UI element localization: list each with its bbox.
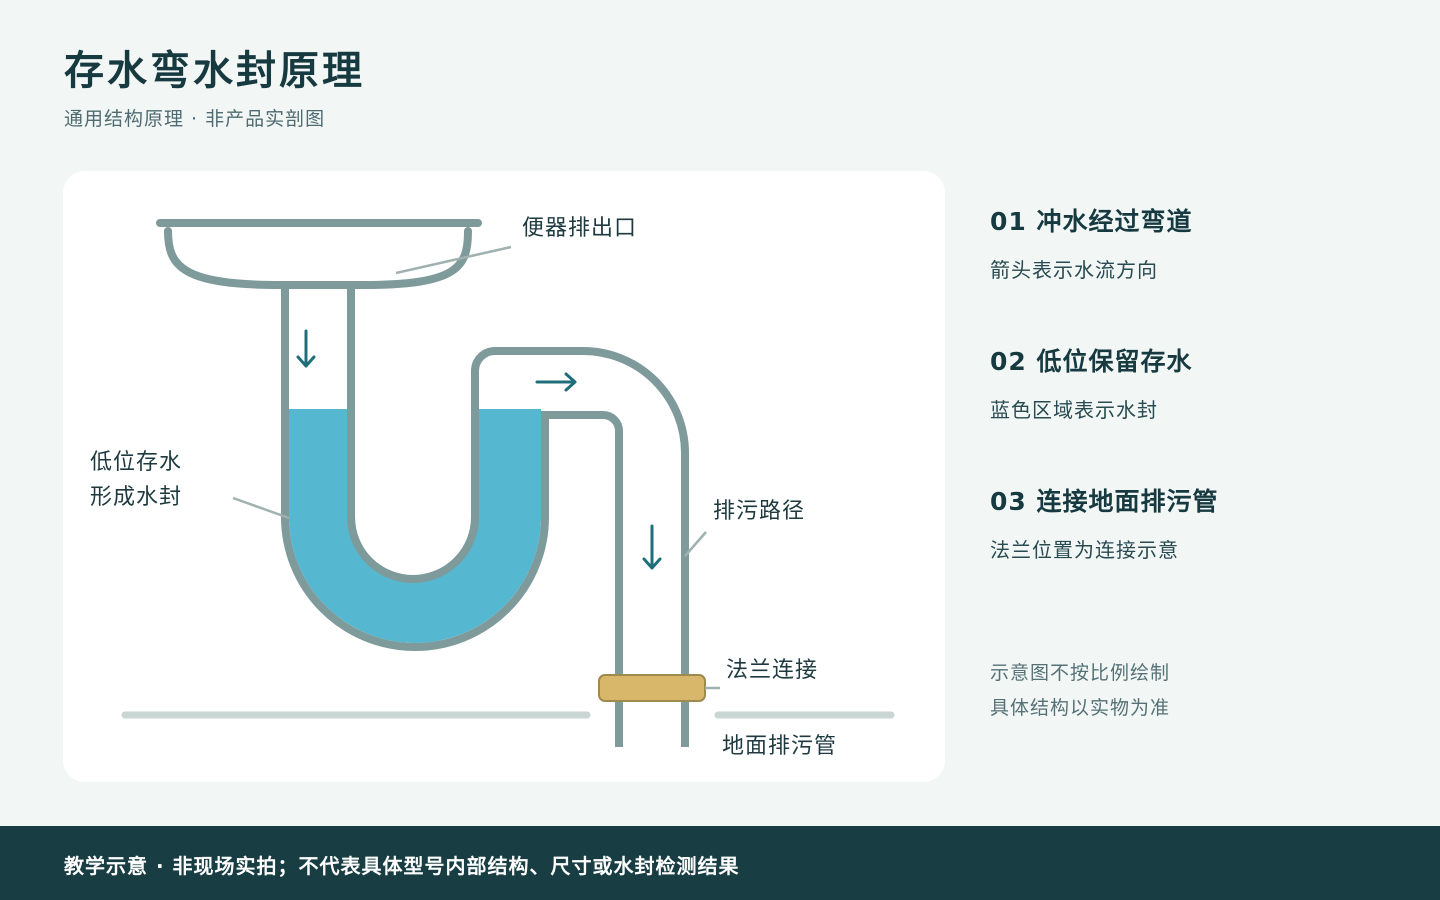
flow-arrow-down-drain-icon: [642, 524, 662, 570]
leader-drain-path: [684, 531, 707, 557]
step-1-title: 01 冲水经过弯道: [990, 207, 1193, 236]
bowl-outline: [164, 227, 472, 289]
flow-arrow-down-icon: [296, 329, 316, 368]
page-subtitle: 通用结构原理 · 非产品实剖图: [64, 108, 326, 130]
label-outlet: 便器排出口: [522, 216, 638, 241]
disclaimer-line1: 示意图不按比例绘制: [990, 662, 1171, 684]
flange-ring: [598, 674, 706, 702]
label-water-seal-line1: 低位存水: [90, 450, 183, 475]
trap-diagram: [121, 219, 895, 747]
step-2-desc: 蓝色区域表示水封: [990, 398, 1158, 422]
page-title: 存水弯水封原理: [64, 48, 365, 94]
leader-water-seal: [232, 496, 290, 520]
trap-inner-wall: [347, 287, 689, 747]
step-1: 01 冲水经过弯道 箭头表示水流方向: [990, 202, 1193, 283]
trap-outer-wall: [281, 287, 623, 747]
step-3-desc: 法兰位置为连接示意: [990, 538, 1179, 562]
label-flange: 法兰连接: [726, 658, 819, 683]
flow-arrow-right-icon: [535, 372, 577, 392]
step-2: 02 低位保留存水 蓝色区域表示水封: [990, 342, 1193, 423]
step-1-desc: 箭头表示水流方向: [990, 258, 1158, 282]
footer-text: 教学示意 · 非现场实拍；不代表具体型号内部结构、尺寸或水封检测结果: [64, 854, 740, 878]
step-3: 03 连接地面排污管 法兰位置为连接示意: [990, 482, 1219, 563]
footer-bar: 教学示意 · 非现场实拍；不代表具体型号内部结构、尺寸或水封检测结果: [0, 826, 1440, 900]
leader-outlet: [395, 245, 512, 275]
label-water-seal-line2: 形成水封: [90, 485, 183, 510]
disclaimer: 示意图不按比例绘制 具体结构以实物为准: [990, 656, 1170, 726]
disclaimer-line2: 具体结构以实物为准: [990, 697, 1171, 719]
step-3-title: 03 连接地面排污管: [990, 487, 1219, 516]
label-drain-path: 排污路径: [713, 499, 806, 524]
label-floor-drain: 地面排污管: [722, 734, 838, 759]
step-2-title: 02 低位保留存水: [990, 347, 1193, 376]
diagram-card: 便器排出口 低位存水 形成水封 排污路径 法兰连接 地面排污管: [63, 171, 945, 782]
